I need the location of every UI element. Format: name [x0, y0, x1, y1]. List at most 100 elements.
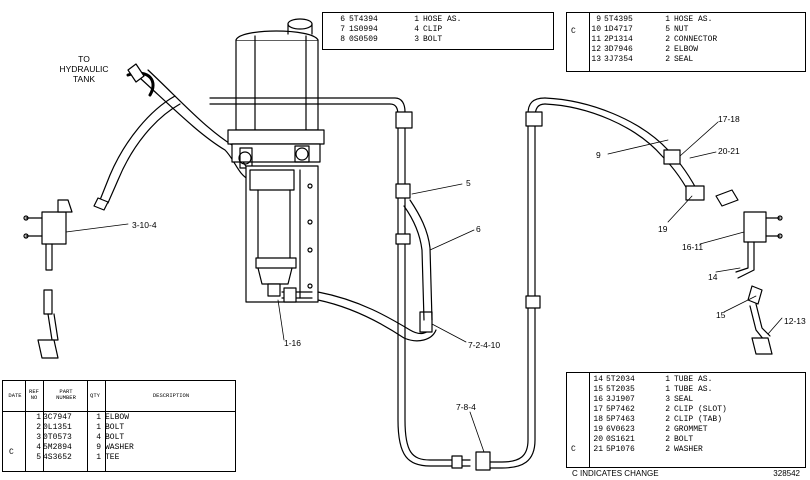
header-part: PART NUMBER [56, 388, 76, 401]
qty-cell: 1 [665, 375, 670, 384]
qty-cell: 1 [414, 15, 419, 24]
desc-cell: CLIP (TAB) [674, 415, 723, 424]
callout-17-18: 17-18 [718, 114, 740, 124]
ref-cell: 6 [340, 15, 345, 24]
part-cell: 1S0994 [349, 25, 378, 34]
change-note: C INDICATES CHANGE [572, 469, 659, 478]
table-row: 5 4S3652 1 TEE [27, 453, 205, 463]
drawing-number: 328542 [773, 469, 800, 478]
supply-lines [209, 97, 546, 471]
qty-cell: 2 [665, 425, 670, 434]
part-cell: 6V0623 [606, 425, 635, 434]
part-cell: 0S1621 [606, 435, 635, 444]
table-row: 12 3D7946 2 ELBOW [589, 45, 794, 55]
ref-cell: 11 [591, 35, 601, 44]
table-row: 7 1S0994 4 CLIP [323, 25, 553, 35]
qty-cell: 5 [665, 25, 670, 34]
table-row: 17 5P7462 2 CLIP (SLOT) [589, 405, 794, 415]
hose-6 [403, 199, 433, 321]
pump-motor [227, 18, 325, 169]
desc-cell: BOLT [105, 423, 125, 432]
tank-label-line1: TO [78, 54, 90, 64]
part-cell: 5P7462 [606, 405, 635, 414]
table-row: 8 0S0509 3 BOLT [323, 35, 553, 45]
desc-cell: BOLT [674, 435, 694, 444]
part-cell: 5P1076 [606, 445, 635, 454]
part-cell: 0S0509 [349, 35, 378, 44]
desc-cell: WASHER [105, 443, 134, 452]
callout-14: 14 [708, 272, 718, 282]
part-cell: 5T4394 [349, 15, 378, 24]
ref-cell: 20 [593, 435, 603, 444]
callout-16-11: 16-11 [682, 242, 703, 252]
ref-cell: 13 [591, 55, 601, 64]
table-row: 4 5M2894 9 WASHER [27, 443, 205, 453]
qty-cell: 2 [665, 435, 670, 444]
hose-9 [544, 97, 705, 201]
table-row: 1 3C7947 1 ELBOW [27, 413, 205, 423]
valve-outlet-hose [281, 287, 437, 342]
table-row: 11 2P1314 2 CONNECTOR [589, 35, 794, 45]
qty-cell: 2 [665, 45, 670, 54]
callout-19: 19 [658, 224, 668, 234]
callout-1-16: 1-16 [284, 338, 301, 348]
parts-table-bottom-left: DATE REF NO PART NUMBER QTY DESCRIPTION … [2, 380, 236, 472]
part-cell: 5P7463 [606, 415, 635, 424]
part-cell: 5M2894 [43, 443, 72, 452]
leader-lines [65, 121, 783, 453]
table-row: 2 0L1351 1 BOLT [27, 423, 205, 433]
qty-cell: 3 [665, 395, 670, 404]
desc-cell: BOLT [105, 433, 125, 442]
callout-12-13: 12-13 [784, 316, 806, 326]
header-desc: DESCRIPTION [152, 392, 190, 399]
callout-5: 5 [466, 178, 471, 188]
qty-cell: 1 [665, 15, 670, 24]
desc-cell: ELBOW [105, 413, 130, 422]
table-row: 21 5P1076 2 WASHER [589, 445, 794, 455]
desc-cell: CLIP (SLOT) [674, 405, 727, 414]
table-row: 19 6V0623 2 GROMMET [589, 425, 794, 435]
desc-cell: SEAL [674, 395, 694, 404]
part-cell: 4S3652 [43, 453, 72, 462]
desc-cell: HOSE AS. [423, 15, 462, 24]
table-row: 9 5T4395 1 HOSE AS. [589, 15, 794, 25]
parts-table-top-right: C 9 5T4395 1 HOSE AS. 10 1D4717 5 NUT 11… [566, 12, 806, 72]
callout-3-10-4: 3-10-4 [132, 220, 157, 230]
qty-cell: 2 [665, 415, 670, 424]
ref-cell: 3 [36, 433, 41, 442]
callout-7-8-4: 7-8-4 [456, 402, 476, 412]
ref-cell: 5 [36, 453, 41, 462]
right-fittings [715, 189, 783, 355]
ref-cell: 12 [591, 45, 601, 54]
callout-20-21: 20-21 [718, 146, 740, 156]
parts-table-bottom-right: C 14 5T2034 1 TUBE AS. 15 5T2035 1 TUBE … [566, 372, 806, 468]
table-row: 18 5P7463 2 CLIP (TAB) [589, 415, 794, 425]
callout-9: 9 [596, 150, 601, 160]
desc-cell: CLIP [423, 25, 443, 34]
table-row: 14 5T2034 1 TUBE AS. [589, 375, 794, 385]
valve-body [245, 165, 319, 303]
part-cell: 5T2035 [606, 385, 635, 394]
desc-cell: HOSE AS. [674, 15, 713, 24]
table-row: 13 3J7354 2 SEAL [589, 55, 794, 65]
header-qty: QTY [90, 392, 100, 399]
part-cell: 5T2034 [606, 375, 635, 384]
ref-cell: 9 [596, 15, 601, 24]
table-row: 16 3J1907 3 SEAL [589, 395, 794, 405]
part-cell: 3C7947 [43, 413, 72, 422]
ref-cell: 16 [593, 395, 603, 404]
qty-cell: 2 [665, 35, 670, 44]
qty-cell: 2 [665, 55, 670, 64]
desc-cell: TUBE AS. [674, 385, 713, 394]
ref-cell: 1 [36, 413, 41, 422]
ref-cell: 21 [593, 445, 603, 454]
ref-cell: 15 [593, 385, 603, 394]
desc-cell: GROMMET [674, 425, 708, 434]
left-fittings [23, 199, 73, 359]
ref-cell: 2 [36, 423, 41, 432]
part-cell: 3J1907 [606, 395, 635, 404]
qty-cell: 1 [96, 453, 101, 462]
ref-cell: 7 [340, 25, 345, 34]
desc-cell: ELBOW [674, 45, 699, 54]
tank-label-line2: HYDRAULIC [59, 64, 108, 74]
